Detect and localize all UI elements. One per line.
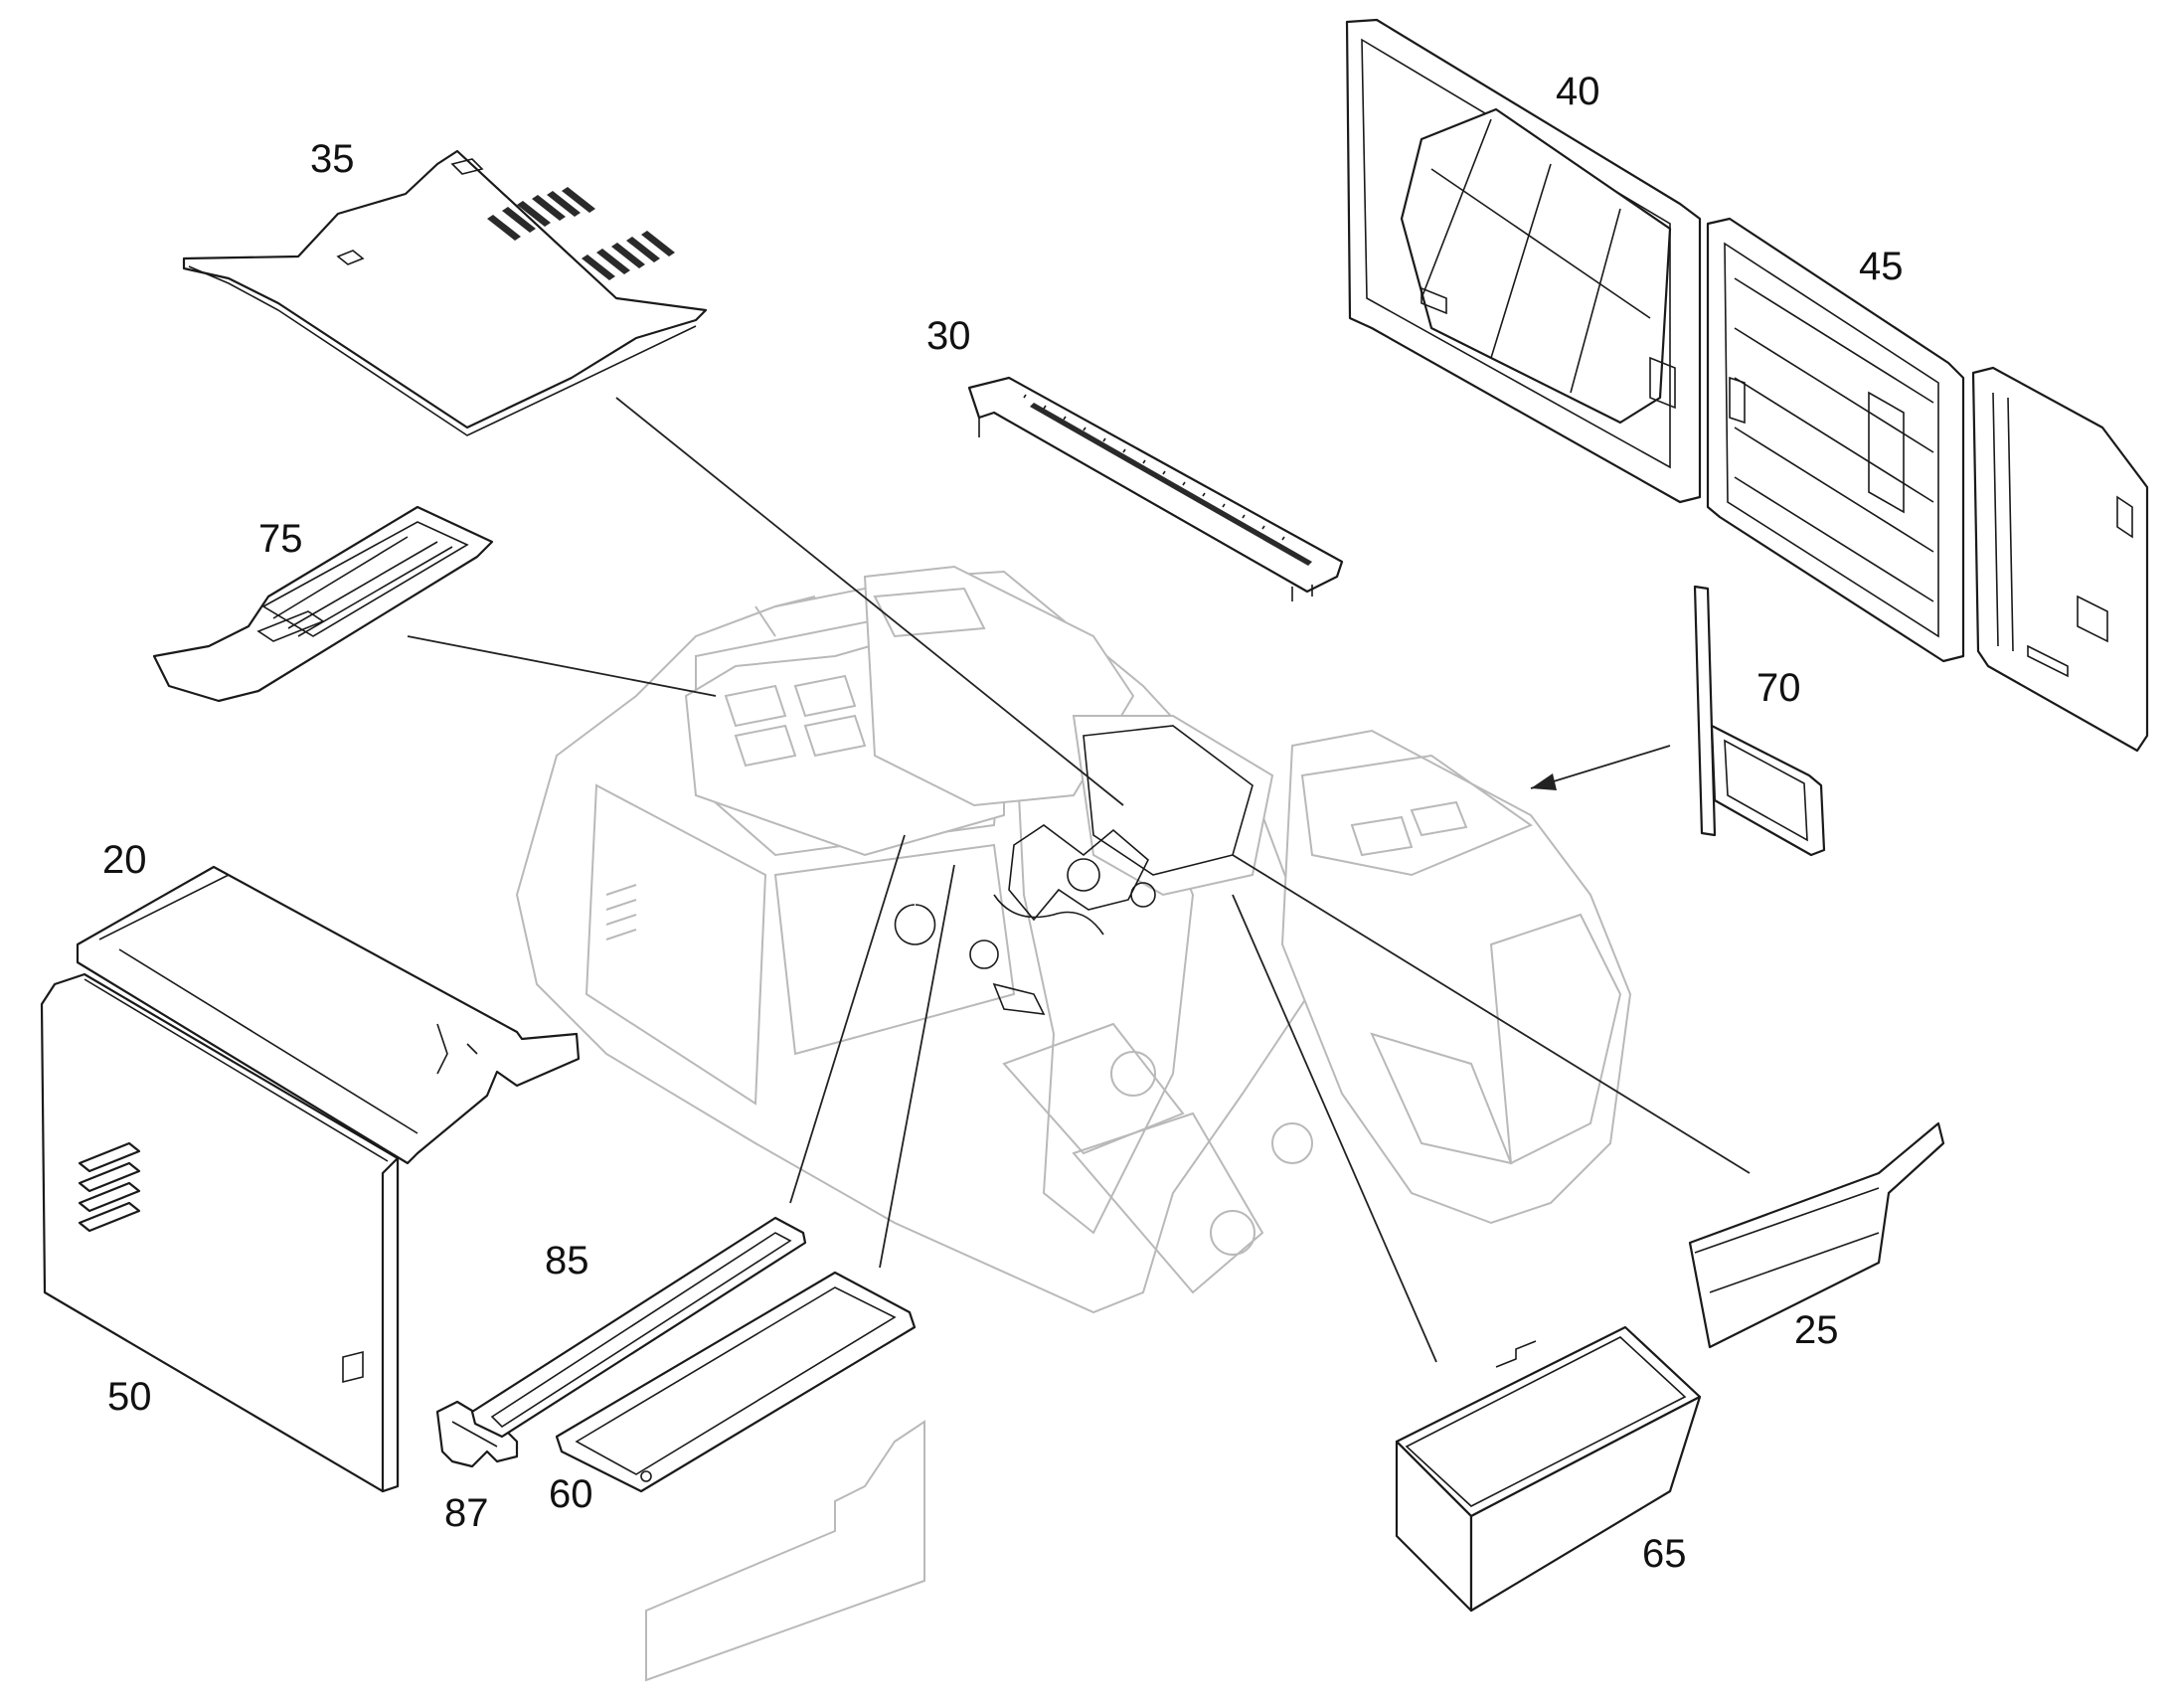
callout-50: 50 [107, 1375, 152, 1419]
leader-lines [407, 397, 1751, 1363]
part-20-top-cover [76, 865, 581, 1165]
callout-20: 20 [102, 838, 147, 882]
part-30-vent-strip [967, 376, 1344, 601]
callout-25: 25 [1794, 1308, 1839, 1352]
callout-40: 40 [1556, 70, 1600, 113]
part-35-floor-panel [182, 149, 708, 436]
machine-engine-area [894, 824, 1156, 1015]
machine-top-modules [684, 565, 1274, 897]
part-50-side-door [40, 972, 400, 1493]
callout-45: 45 [1859, 245, 1904, 288]
part-40-door-frame [1345, 18, 1702, 504]
part-25-wedge-panel [1688, 1121, 1945, 1349]
part-75-bracket-plate [152, 505, 494, 703]
callout-70: 70 [1756, 666, 1801, 710]
machine-cab [1280, 729, 1632, 1225]
part-45-louvre-panel [1706, 217, 1965, 663]
callout-87: 87 [444, 1491, 489, 1535]
part-70-handrail [1693, 585, 1826, 857]
ghost-lower-panel [645, 1420, 925, 1682]
part-85-filter-panel [470, 1216, 807, 1439]
callout-65: 65 [1642, 1532, 1687, 1576]
callout-75: 75 [258, 517, 303, 561]
callout-30: 30 [926, 314, 971, 358]
callout-60: 60 [549, 1472, 593, 1516]
part-side-panel [1971, 366, 2149, 753]
part-65-battery-box [1395, 1325, 1702, 1613]
callout-85: 85 [545, 1239, 589, 1282]
callout-35: 35 [310, 137, 355, 181]
part-60-filter-panel [555, 1271, 917, 1493]
